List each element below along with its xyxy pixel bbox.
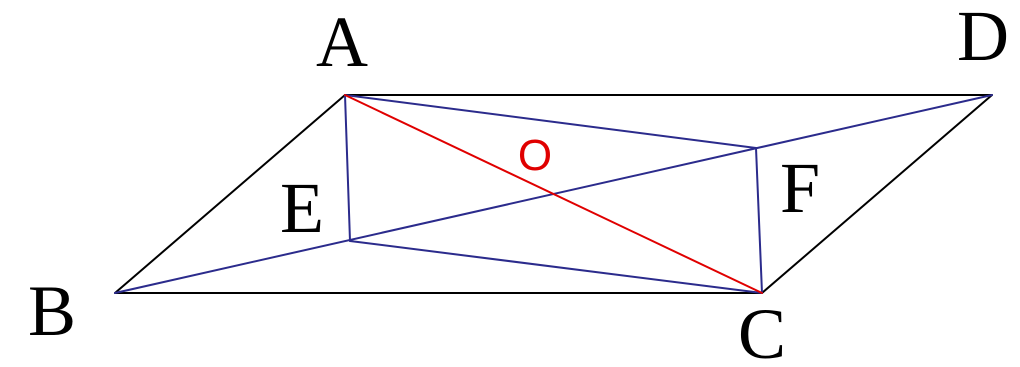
label-d: D	[957, 0, 1009, 76]
segment-cd	[761, 94, 993, 294]
label-o-center: O	[518, 131, 552, 180]
segment-cf	[755, 147, 763, 294]
segment-ac	[344, 94, 763, 294]
label-a: A	[316, 2, 368, 82]
label-c: C	[738, 294, 786, 367]
segment-ae	[344, 94, 351, 242]
segment-af	[344, 94, 757, 149]
label-e: E	[280, 168, 324, 248]
segment-ec	[349, 240, 763, 294]
label-f: F	[780, 148, 820, 228]
segments-group	[114, 94, 993, 294]
segment-ab	[114, 94, 346, 294]
label-b: B	[28, 271, 76, 351]
